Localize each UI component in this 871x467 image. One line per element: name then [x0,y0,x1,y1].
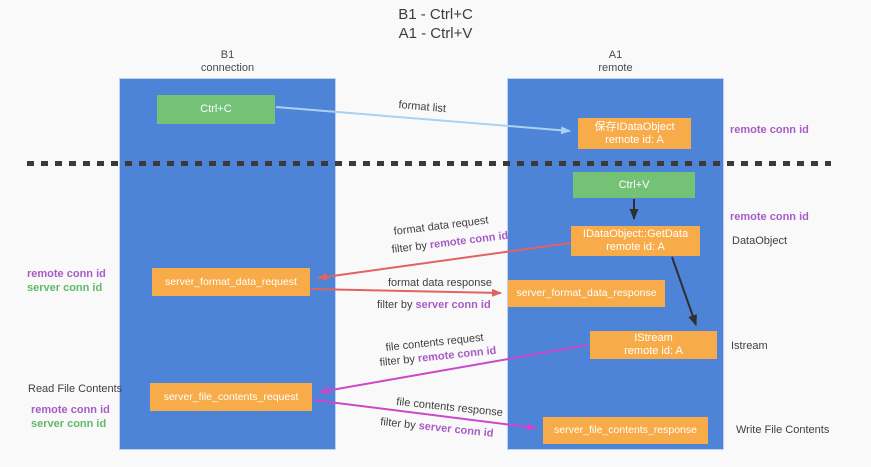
filter-by-text: filter by [379,353,416,369]
filter-by-text: filter by [391,239,428,256]
node-save-dataobject: 保存IDataObject remote id: A [578,118,691,149]
node-istream-line1: IStream [634,332,673,344]
lane-header-a1: A1 remote [507,49,724,75]
label-left-remote-conn-id-1: remote conn id [27,268,106,280]
node-ctrl-c-label: Ctrl+C [200,103,232,115]
label-format-list: format list [397,99,447,116]
node-getdata-line2: remote id: A [606,241,665,253]
title-line-2: A1 - Ctrl+V [398,25,473,42]
server-conn-id-text: server conn id [418,420,495,440]
lane-header-b1: B1 connection [119,49,336,75]
left-conn-id-group-1: remote conn id server conn id [27,267,106,295]
node-ctrl-v-label: Ctrl+V [618,178,650,191]
label-read-file-contents: Read File Contents [28,383,123,395]
label-left-server-conn-id-1: server conn id [27,282,103,294]
node-save-dataobject-line2: remote id: A [605,133,664,146]
session-divider-dashed-line [27,161,831,166]
node-sfc-response-label: server_file_contents_response [553,424,697,436]
label-left-server-conn-id-2: server conn id [31,418,107,430]
label-remote-conn-id-top: remote conn id [730,124,809,136]
node-server-format-data-request: server_format_data_request [152,268,310,296]
server-conn-id-text: server conn id [415,299,491,311]
filter-by-text: filter by [379,416,417,432]
left-conn-id-group-2: remote conn id server conn id [31,403,110,431]
node-save-dataobject-line1: 保存IDataObject [594,120,675,133]
label-remote-conn-id-mid: remote conn id [730,211,809,223]
arrow-format-data-response [310,288,502,297]
node-ctrl-c: Ctrl+C [157,95,275,124]
node-istream: IStream remote id: A [590,331,717,359]
node-server-format-data-response: server_format_data_response [508,280,665,307]
node-server-file-contents-response: server_file_contents_response [543,417,708,444]
node-idataobject-getdata: IDataObject::GetData remote id: A [571,226,700,256]
node-istream-line2: remote id: A [624,345,683,357]
lane-a1-role: remote [598,62,633,74]
lane-a1-name: A1 [608,49,623,61]
label-write-file-contents: Write File Contents [736,424,830,436]
remote-conn-id-text: remote conn id [429,229,509,252]
lane-b1-name: B1 [220,49,235,61]
label-file-contents-response: file contents response [395,396,504,420]
node-sfd-response-label: server_format_data_response [516,287,657,299]
node-sfc-request-label: server_file_contents_request [163,390,299,403]
label-dataobject: DataObject [732,235,788,247]
node-server-file-contents-request: server_file_contents_request [150,383,312,411]
lane-b1-role: connection [200,62,255,74]
filter-by-text: filter by [377,299,413,311]
node-sfd-request-label: server_format_data_request [165,275,297,288]
node-ctrl-v: Ctrl+V [573,172,695,198]
label-istream-side: Istream [731,340,768,352]
label-format-data-response: format data response [388,277,492,289]
node-getdata-line1: IDataObject::GetData [582,228,689,240]
label-left-remote-conn-id-2: remote conn id [31,404,110,416]
diagram-title: B1 - Ctrl+C A1 - Ctrl+V [0,5,871,43]
title-line-1: B1 - Ctrl+C [398,6,473,23]
